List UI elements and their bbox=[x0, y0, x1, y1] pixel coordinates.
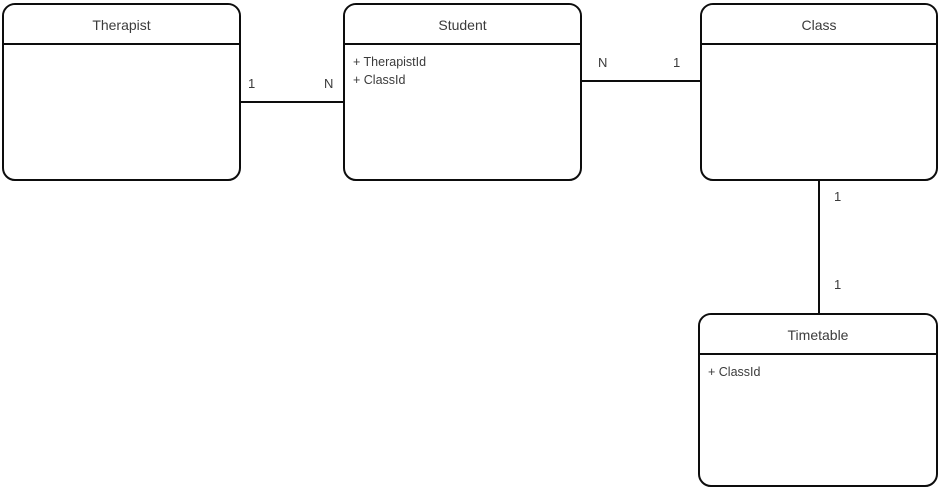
uml-class-name-timetable: Timetable bbox=[700, 315, 936, 355]
uml-class-attributes-timetable: + ClassId bbox=[700, 355, 936, 381]
uml-attribute: + TherapistId bbox=[353, 55, 427, 69]
association-line-student-class[interactable] bbox=[581, 80, 701, 82]
uml-class-attributes-therapist bbox=[4, 45, 239, 53]
multiplicity-label-class-start: 1 bbox=[673, 55, 681, 70]
uml-attribute: + ClassId bbox=[708, 365, 761, 379]
uml-class-name-therapist: Therapist bbox=[4, 5, 239, 45]
multiplicity-label-student-class-start: N bbox=[598, 55, 608, 70]
uml-class-attributes-class bbox=[702, 45, 936, 53]
uml-class-attributes-student: + TherapistId + ClassId bbox=[345, 45, 580, 89]
uml-class-box-student[interactable]: Student + TherapistId + ClassId bbox=[343, 3, 582, 181]
uml-attribute: + ClassId bbox=[353, 73, 406, 87]
multiplicity-label-therapist-end: 1 bbox=[248, 76, 256, 91]
uml-class-name-student: Student bbox=[345, 5, 580, 45]
association-line-class-timetable[interactable] bbox=[818, 180, 820, 314]
association-line-therapist-student[interactable] bbox=[240, 101, 344, 103]
multiplicity-label-student-end: N bbox=[324, 76, 334, 91]
uml-class-name-class: Class bbox=[702, 5, 936, 45]
multiplicity-label-class-bottom: 1 bbox=[834, 189, 842, 204]
multiplicity-label-timetable-top: 1 bbox=[834, 277, 842, 292]
uml-class-box-therapist[interactable]: Therapist bbox=[2, 3, 241, 181]
uml-class-box-class[interactable]: Class bbox=[700, 3, 938, 181]
uml-class-box-timetable[interactable]: Timetable + ClassId bbox=[698, 313, 938, 487]
